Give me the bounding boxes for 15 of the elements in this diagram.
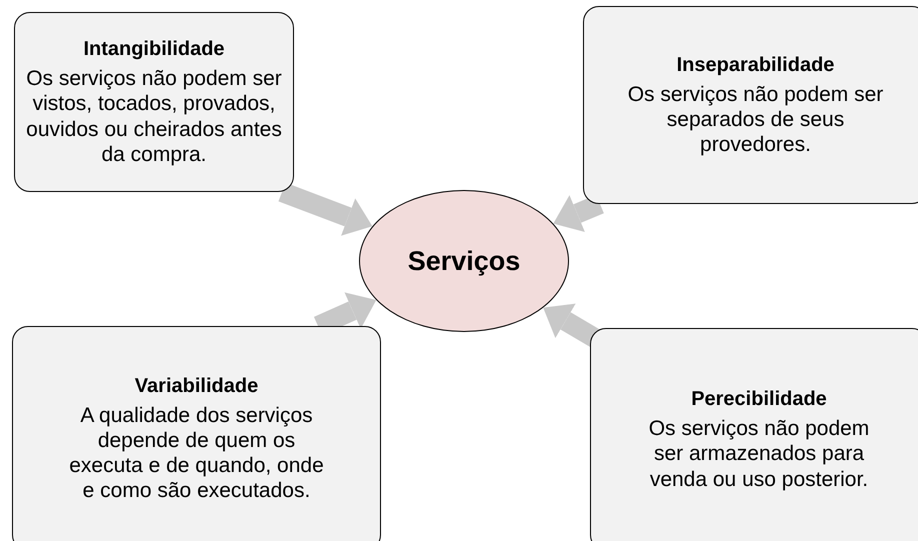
box-description: Os serviços não podem ser vistos, tocados, provados, ouvidos ou cheirados antes da compra. (25, 66, 283, 167)
box-heading: Variabilidade (134, 374, 258, 399)
characteristic-box (14, 12, 294, 192)
characteristic-box (583, 6, 918, 204)
box-heading: Intangibilidade (83, 37, 225, 62)
box-heading: Perecibilidade (691, 387, 827, 412)
block-arrow (553, 194, 604, 232)
characteristic-box (12, 326, 381, 541)
center-label: Serviços (408, 244, 520, 278)
box-heading: Inseparabilidade (676, 52, 834, 78)
block-arrow (278, 182, 372, 236)
box-description: A qualidade dos serviços depende de quem os executa e de quando, onde e como são executados. (68, 402, 325, 504)
box-description: Os serviços não podem ser armazenados para venda ou uso posterior. (648, 416, 870, 492)
box-description: Os serviços não podem ser separados de seus provedores. (626, 82, 884, 158)
characteristic-box (590, 328, 918, 541)
